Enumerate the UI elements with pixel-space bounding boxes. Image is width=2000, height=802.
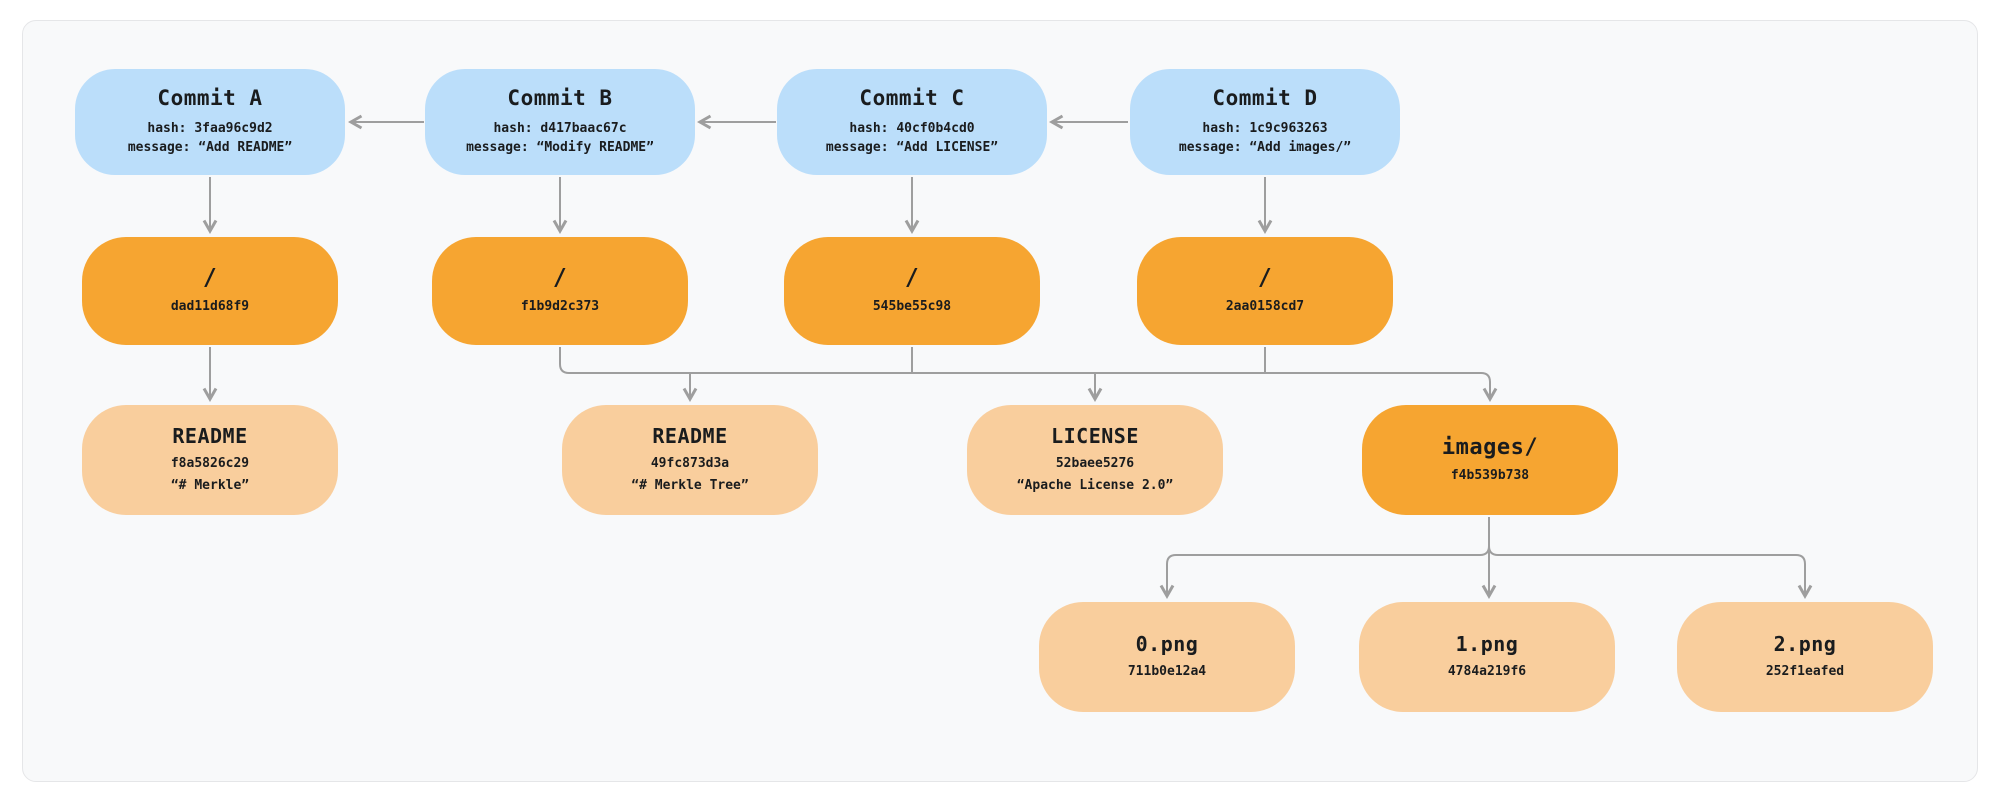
tree-node-1: / dad11d68f9 [82, 237, 338, 345]
tree-title: / [552, 265, 568, 292]
blob-content: “Apache License 2.0” [1016, 477, 1174, 493]
commit-hash: hash: 1c9c963263 [1202, 120, 1328, 136]
commit-message: message: “Add LICENSE” [825, 140, 999, 156]
tree-title: / [1257, 265, 1273, 292]
commit-node-b: Commit B hash: d417baac67c message: “Mod… [425, 69, 695, 175]
blob-hash: 4784a219f6 [1447, 663, 1527, 679]
commit-hash: hash: 3faa96c9d2 [147, 120, 273, 136]
blob-title: 1.png [1455, 631, 1519, 656]
commit-node-d: Commit D hash: 1c9c963263 message: “Add … [1130, 69, 1400, 175]
blob-title: README [652, 424, 728, 448]
commit-title: Commit B [507, 86, 613, 111]
blob-title: LICENSE [1051, 424, 1139, 448]
blob-hash: 252f1eafed [1765, 663, 1845, 679]
blob-content: “# Merkle Tree” [631, 477, 749, 493]
commit-hash: hash: d417baac67c [493, 120, 627, 136]
blob-title: 0.png [1135, 631, 1199, 656]
commit-title: Commit D [1212, 86, 1318, 111]
blob-title: README [172, 424, 248, 448]
tree-hash: f1b9d2c373 [520, 299, 600, 315]
blob-hash: f8a5826c29 [170, 456, 250, 471]
blob-title: 2.png [1773, 631, 1837, 656]
tree-title: images/ [1441, 434, 1539, 460]
tree-hash: f4b539b738 [1450, 467, 1530, 483]
blob-node-readme1: README f8a5826c29 “# Merkle” [82, 405, 338, 515]
blob-hash: 711b0e12a4 [1127, 663, 1207, 679]
blob-hash: 52baee5276 [1055, 456, 1135, 471]
tree-hash: 2aa0158cd7 [1225, 299, 1305, 315]
commit-hash: hash: 40cf0b4cd0 [849, 120, 975, 136]
tree-hash: 545be55c98 [872, 299, 952, 315]
blob-node-1png: 1.png 4784a219f6 [1359, 602, 1615, 712]
commit-message: message: “Modify README” [466, 140, 654, 156]
blob-hash: 49fc873d3a [650, 456, 730, 471]
commit-message: message: “Add images/” [1178, 140, 1352, 156]
blob-content: “# Merkle” [170, 477, 250, 493]
tree-title: / [904, 265, 920, 292]
commit-message: message: “Add README” [127, 140, 293, 156]
commit-node-c: Commit C hash: 40cf0b4cd0 message: “Add … [777, 69, 1047, 175]
tree-node-2: / f1b9d2c373 [432, 237, 688, 345]
blob-node-readme2: README 49fc873d3a “# Merkle Tree” [562, 405, 818, 515]
blob-node-license: LICENSE 52baee5276 “Apache License 2.0” [967, 405, 1223, 515]
blob-node-2png: 2.png 252f1eafed [1677, 602, 1933, 712]
tree-node-3: / 545be55c98 [784, 237, 1040, 345]
blob-node-0png: 0.png 711b0e12a4 [1039, 602, 1295, 712]
tree-title: / [202, 265, 218, 292]
commit-title: Commit C [859, 86, 965, 111]
tree-node-4: / 2aa0158cd7 [1137, 237, 1393, 345]
tree-node-images-dir: images/ f4b539b738 [1362, 405, 1618, 515]
tree-hash: dad11d68f9 [170, 299, 250, 315]
commit-title: Commit A [157, 86, 263, 111]
commit-node-a: Commit A hash: 3faa96c9d2 message: “Add … [75, 69, 345, 175]
